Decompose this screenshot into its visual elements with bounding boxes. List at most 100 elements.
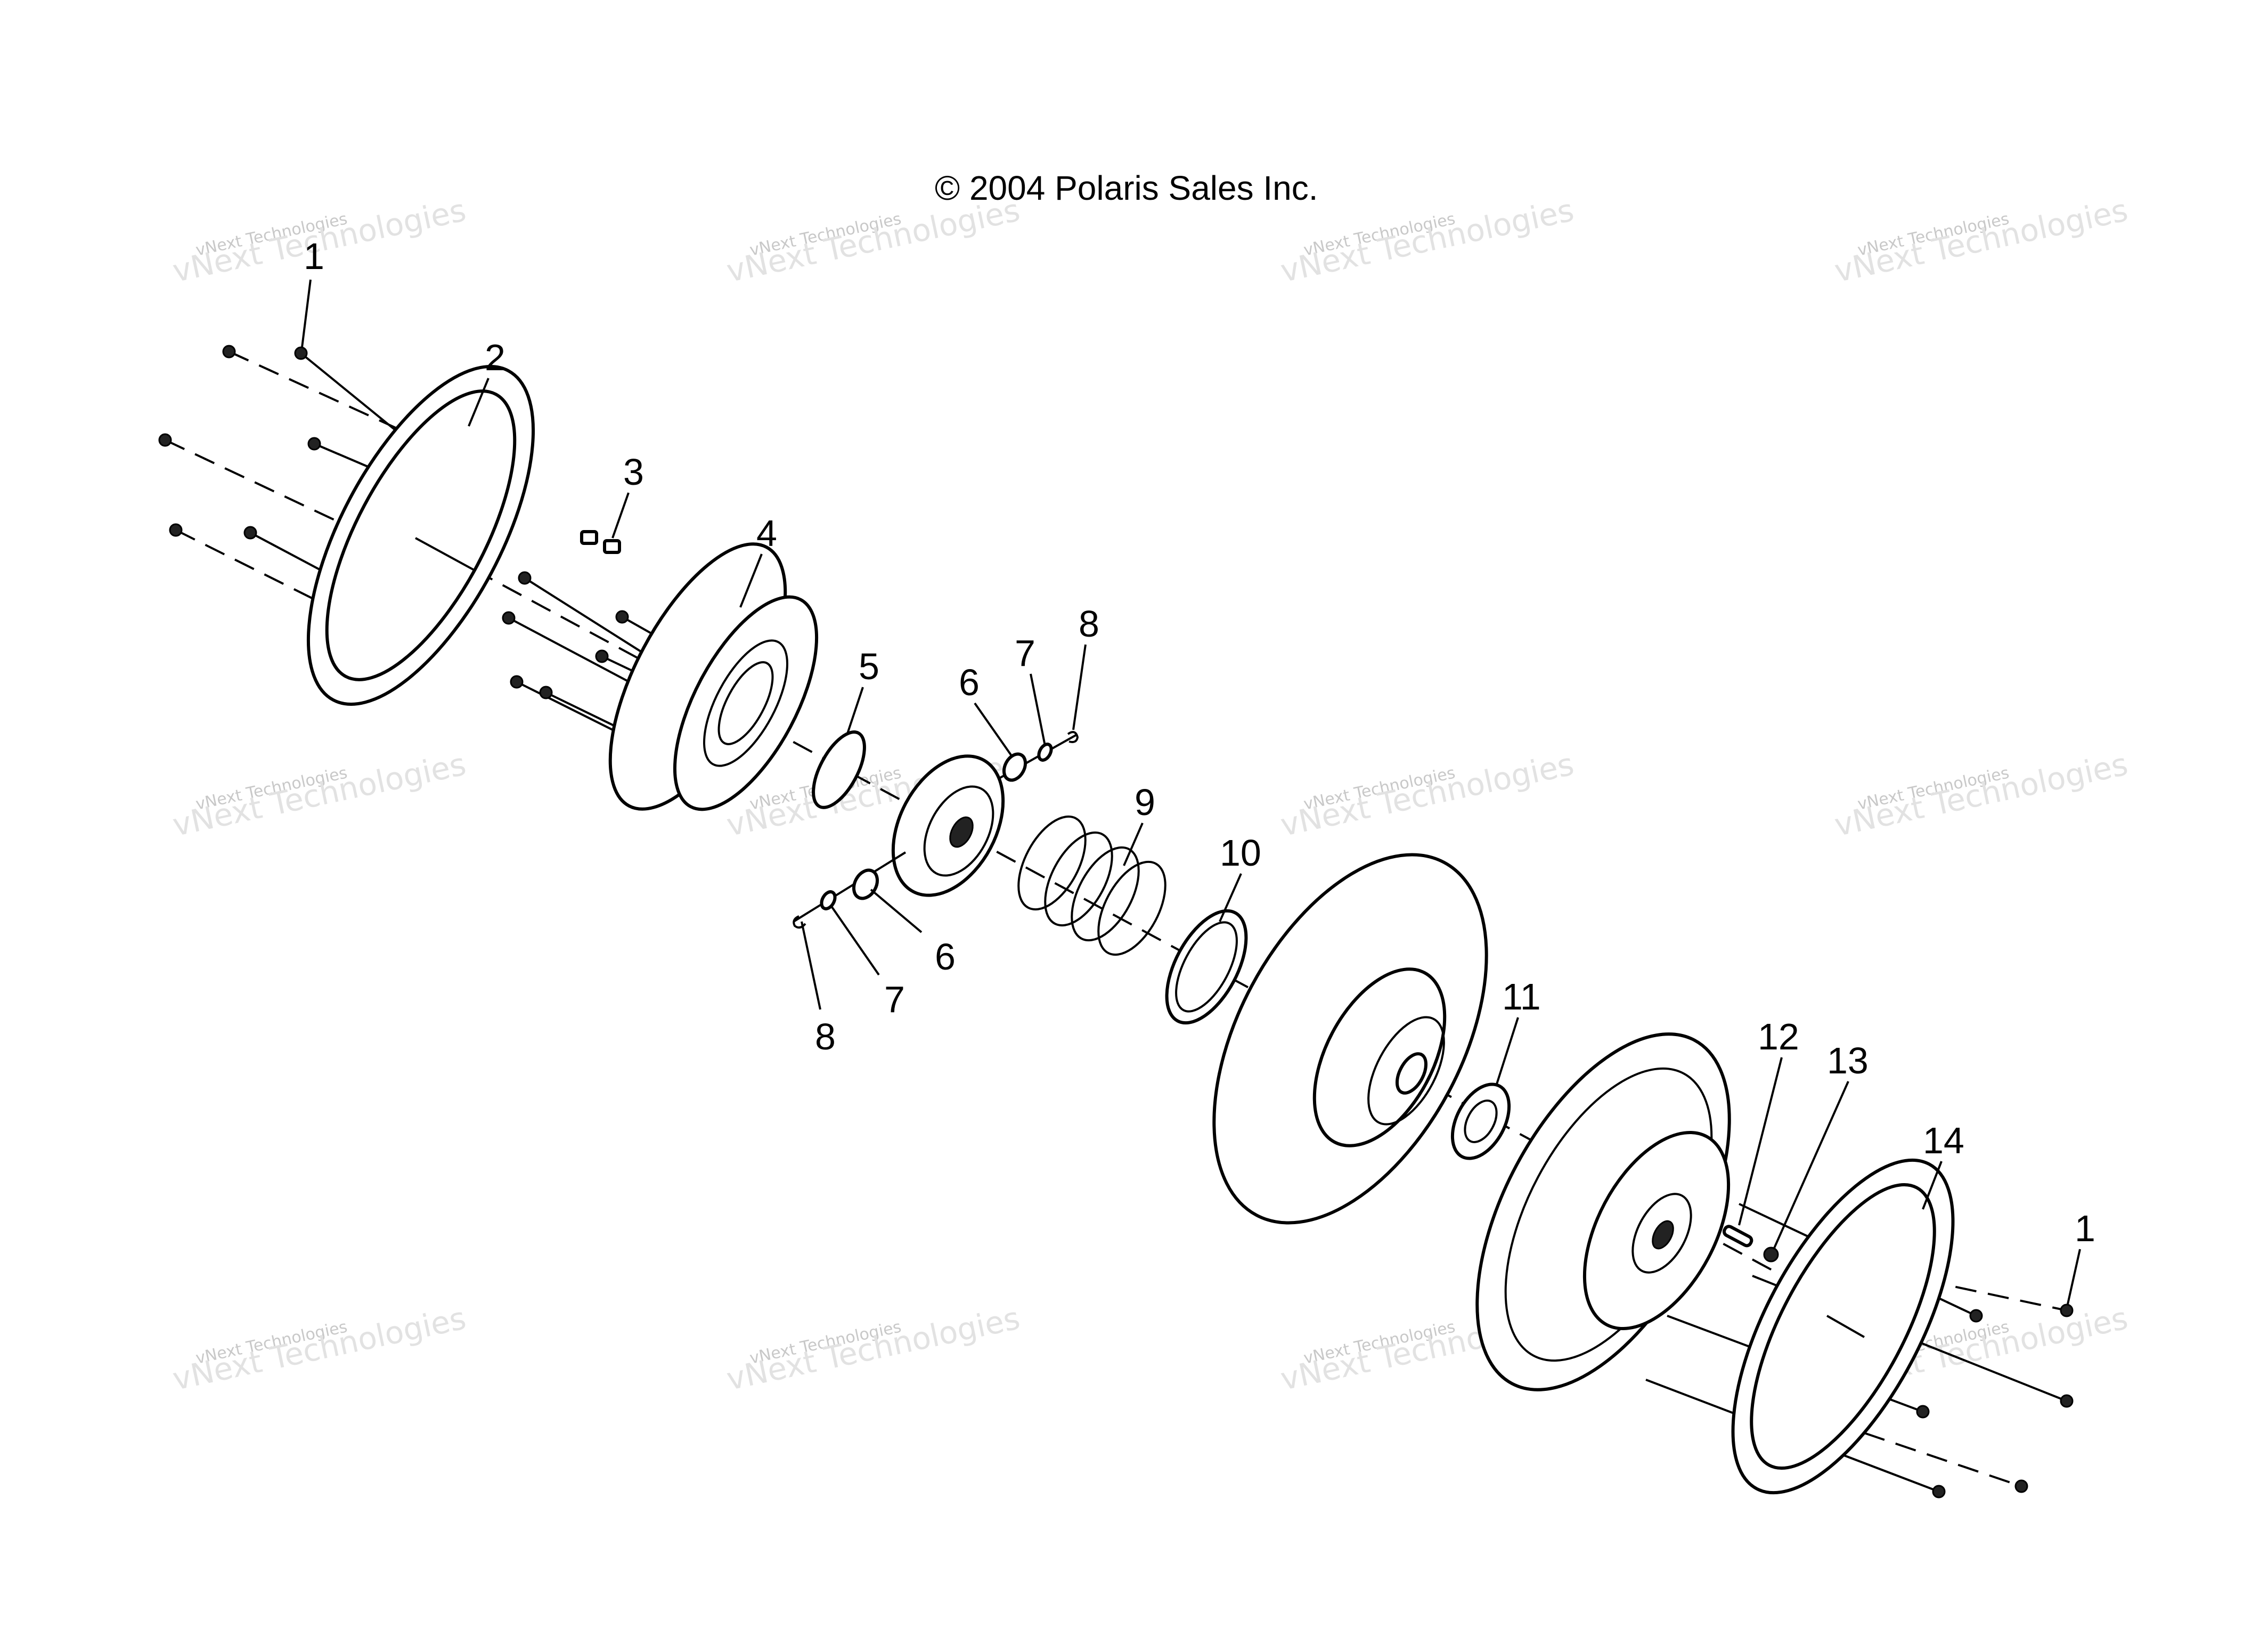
gasket-inner — [325, 389, 517, 681]
callout-7: 7 — [1015, 632, 1035, 674]
spring-coil — [1044, 831, 1113, 927]
leader-3 — [611, 492, 630, 539]
washer-inner — [1464, 1100, 1498, 1143]
watermark: vNext Technologies vNext Technologies — [169, 1300, 469, 1397]
part-2-gasket-ring — [306, 365, 535, 706]
callout-10: 10 — [1220, 832, 1261, 874]
leader-6 — [870, 889, 923, 933]
copyright-text: © 2004 Polaris Sales Inc. — [935, 169, 1318, 207]
callout-1: 1 — [2075, 1208, 2095, 1249]
lower-roller-hardware — [793, 851, 907, 929]
watermark: vNext Technologies vNext Technologies — [169, 746, 469, 843]
leader-7 — [1030, 673, 1046, 746]
bolt-icon — [294, 346, 308, 360]
gasket-axis — [415, 537, 475, 571]
bolt-icon — [2014, 1479, 2028, 1493]
leader-7 — [830, 905, 880, 976]
callout-11: 11 — [1502, 976, 1541, 1017]
cover-inner-ring — [703, 639, 788, 767]
hub-bore — [949, 816, 974, 848]
part-14-gasket-ring — [1731, 1158, 1955, 1495]
ring-inner — [1175, 921, 1238, 1013]
gasket-inner — [1750, 1183, 1936, 1470]
fixed-sheave — [1475, 1032, 1731, 1391]
bolt-icon — [169, 523, 183, 537]
callout-8: 8 — [1079, 603, 1099, 645]
bolt-line — [524, 577, 656, 662]
fixed-sheave-bore — [1652, 1220, 1674, 1250]
leader-1 — [2067, 1249, 2081, 1305]
watermark: vNext Technologies vNext Technologies — [1831, 192, 2131, 289]
washer-7-icon — [820, 890, 837, 910]
bolt-line — [300, 352, 411, 443]
callout-9: 9 — [1135, 781, 1155, 823]
bolt-icon — [539, 686, 553, 699]
sheave-hub-face — [1367, 1016, 1445, 1126]
spider-hub — [891, 754, 1005, 897]
watermark: vNext Technologies vNext Technologies — [723, 1300, 1023, 1397]
leader-10 — [1219, 873, 1242, 922]
callout-6: 6 — [935, 936, 956, 978]
leader-13 — [1773, 1081, 1849, 1250]
part-13-nut — [1763, 1247, 1779, 1263]
callout-labels: 1 2 3 4 5 6 7 8 6 7 8 9 10 11 12 13 14 1 — [304, 235, 2095, 1249]
bolt-icon — [1932, 1485, 1946, 1498]
spring-coil — [1097, 860, 1166, 956]
callout-leaders — [301, 279, 2081, 1305]
part-11-washer — [1450, 1082, 1511, 1160]
leader-8 — [801, 921, 821, 1010]
bolt-line — [1890, 1272, 2067, 1312]
leader-12 — [1738, 1057, 1783, 1226]
bolt-line — [1864, 1432, 2022, 1487]
bolt-icon — [595, 649, 609, 663]
watermark: vNext Technologies vNext Technologies — [1277, 746, 1577, 843]
callout-7: 7 — [884, 979, 905, 1020]
washer-7-icon — [1037, 743, 1053, 762]
spring-coil — [1017, 815, 1087, 911]
pin-line — [793, 851, 907, 923]
leader-2 — [468, 378, 490, 427]
callout-14: 14 — [1923, 1120, 1964, 1161]
bolt-icon — [1916, 1405, 1930, 1419]
part-12-key — [1722, 1225, 1753, 1248]
callout-5: 5 — [859, 646, 879, 687]
cover-inner-ring — [717, 661, 774, 745]
leader-5 — [846, 687, 864, 736]
bolt-icon — [2060, 1394, 2074, 1408]
bolt-line — [314, 443, 373, 470]
fixed-sheave-hub-inner — [1631, 1193, 1692, 1274]
washer-outer — [1450, 1082, 1511, 1160]
part-9-spring — [1017, 815, 1166, 956]
callout-1: 1 — [304, 235, 324, 277]
watermark: vNext Technologies vNext Technologies — [1277, 192, 1577, 289]
bolt-icon — [307, 437, 321, 451]
bolt-line — [229, 351, 416, 438]
bolt-icon — [2060, 1304, 2074, 1317]
hub-outer — [891, 754, 1005, 897]
screw-icon — [580, 530, 598, 545]
callout-8: 8 — [815, 1016, 836, 1057]
bolt-line — [165, 439, 373, 539]
callout-6: 6 — [959, 662, 980, 703]
callout-2: 2 — [485, 337, 505, 378]
callout-13: 13 — [1827, 1040, 1869, 1081]
cover-body — [673, 595, 819, 811]
left-bolt-set — [158, 345, 416, 614]
leader-9 — [1123, 822, 1144, 866]
part-10-ring — [1165, 909, 1248, 1025]
leader-11 — [1496, 1017, 1519, 1085]
bolt-icon — [222, 345, 236, 359]
bolt-icon — [158, 433, 172, 447]
gasket-axis — [1826, 1315, 1865, 1338]
part-5-ring — [812, 730, 866, 809]
callout-3: 3 — [623, 451, 644, 493]
leader-14 — [1922, 1161, 1943, 1210]
bolt-icon — [615, 610, 629, 624]
upper-roller-hardware — [990, 731, 1079, 784]
part-4-cover-housing — [608, 542, 819, 811]
leader-6 — [974, 702, 1013, 758]
spring-coil — [1071, 846, 1140, 942]
leader-8 — [1072, 644, 1087, 730]
leader-4 — [739, 553, 763, 608]
